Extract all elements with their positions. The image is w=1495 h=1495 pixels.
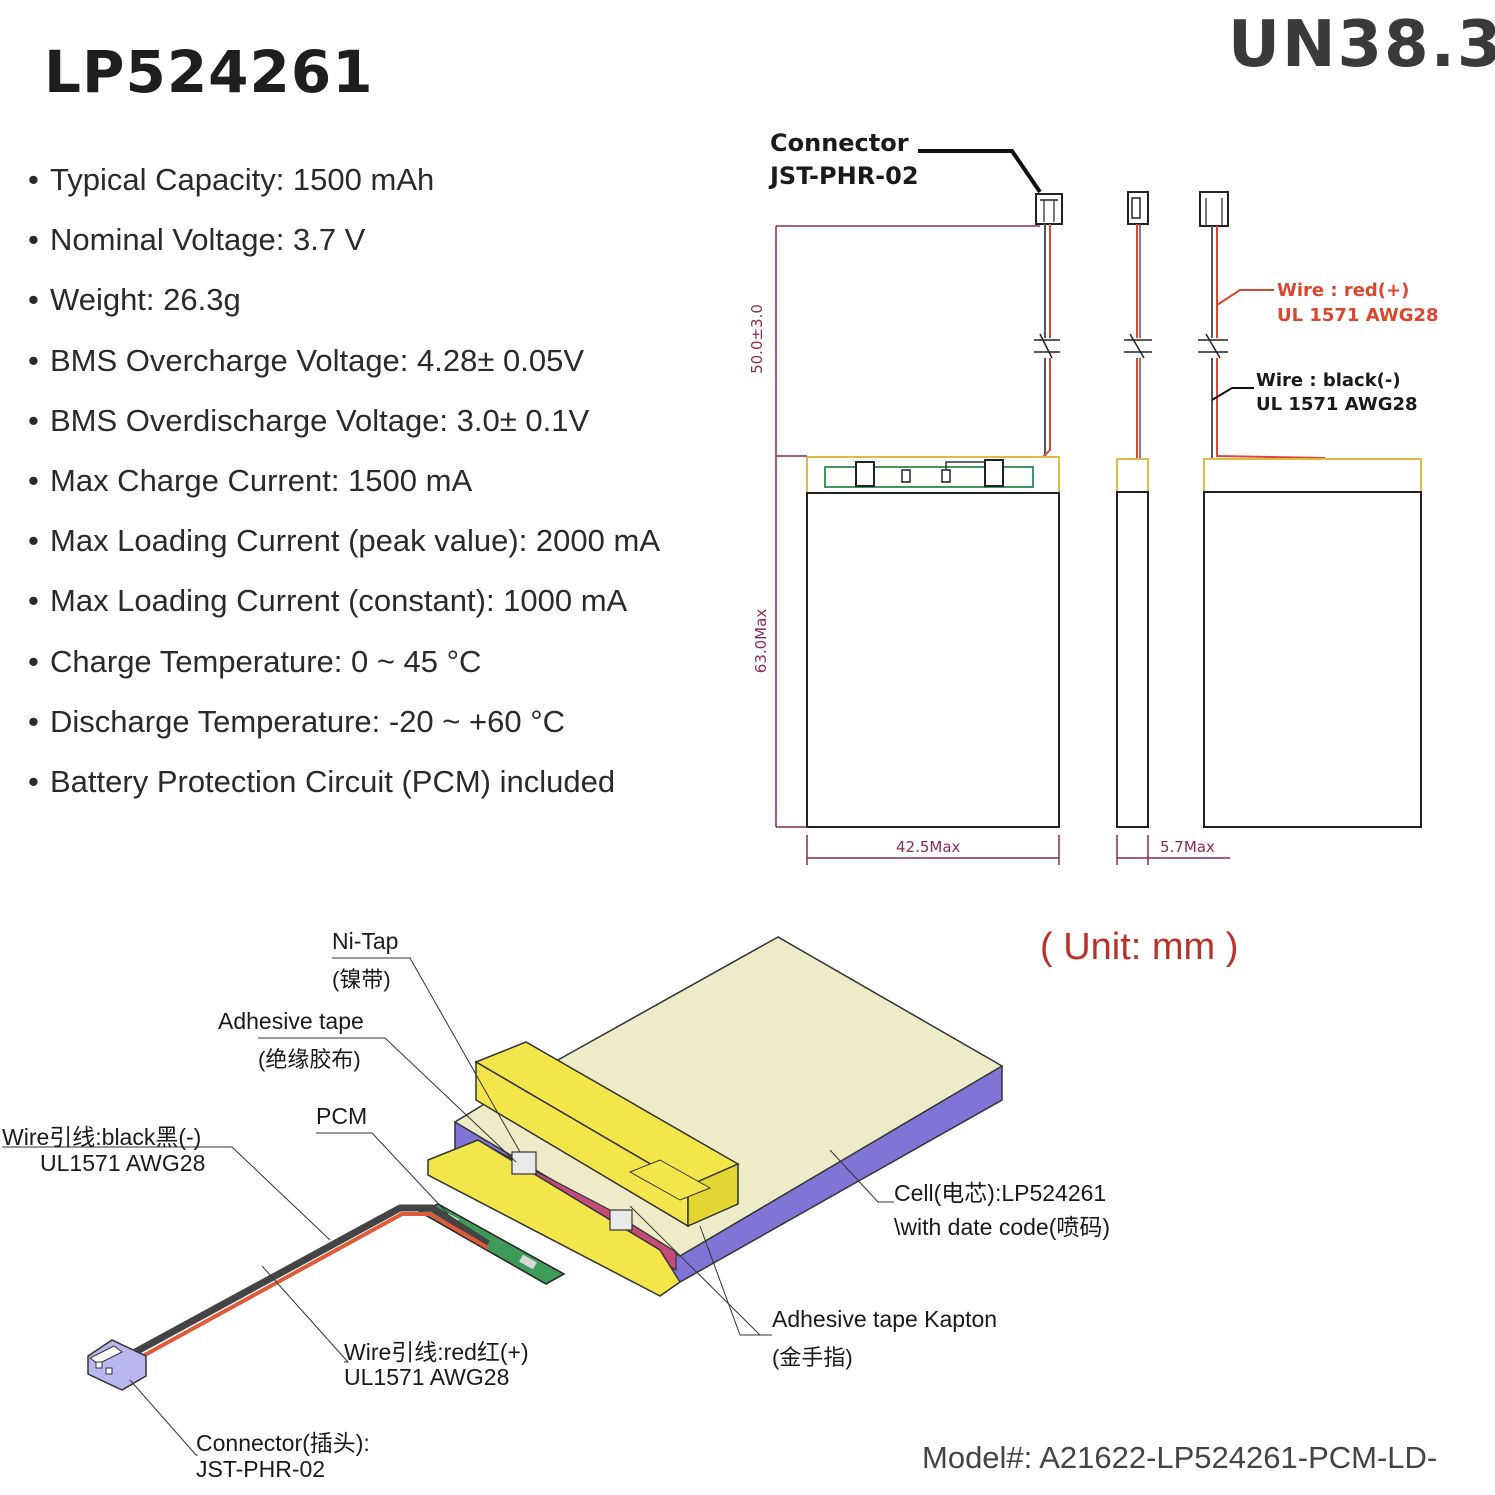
bullet-icon: • [28, 523, 39, 559]
spec-text: Max Loading Current (constant): 1000 mA [50, 583, 628, 619]
spec-text: Battery Protection Circuit (PCM) include… [50, 763, 616, 799]
spec-item: • Discharge Temperature: -20 ~ +60 °C [28, 692, 660, 752]
dim-height: 63.0Max [752, 608, 771, 674]
bullet-icon: • [28, 703, 39, 739]
side-view [1116, 191, 1152, 828]
back-view [1198, 191, 1422, 828]
spec-text: Max Charge Current: 1500 mA [50, 462, 473, 498]
bullet-icon: • [28, 462, 39, 498]
certification-badge: UN38.3 [1228, 8, 1495, 82]
pcm-label: PCM [316, 1103, 368, 1129]
spec-text: Max Loading Current (peak value): 2000 m… [50, 523, 660, 559]
product-title: LP524261 [44, 38, 374, 106]
model-number: Model#: A21622-LP524261-PCM-LD- [922, 1440, 1438, 1475]
wire-red-spec: UL 1571 AWG28 [1277, 305, 1439, 326]
spec-list: • Typical Capacity: 1500 mAh • Nominal Vol… [28, 150, 660, 812]
spec-item: • Nominal Voltage: 3.7 V [28, 210, 660, 270]
ni-tap-label: Ni-Tap [332, 928, 399, 954]
bullet-icon: • [28, 402, 39, 438]
spec-item: • Typical Capacity: 1500 mAh [28, 150, 660, 210]
bullet-icon: • [28, 342, 39, 378]
connector-3d-model: JST-PHR-02 [196, 1456, 326, 1482]
spec-text: BMS Overcharge Voltage: 4.28± 0.05V [50, 342, 584, 378]
dim-width: 42.5Max [896, 838, 961, 856]
wire-red-3d [131, 1212, 490, 1364]
wire-red-label: Wire : red(+) [1277, 280, 1410, 301]
spec-item: • Max Charge Current: 1500 mA [28, 451, 660, 511]
spec-text: Charge Temperature: 0 ~ 45 °C [50, 643, 482, 679]
black-wire-leader [1211, 387, 1254, 401]
spec-item: • Weight: 26.3g [28, 270, 660, 330]
cell-date-code-label: \with date code(喷码) [894, 1214, 1111, 1240]
red-wire-leader [1216, 289, 1274, 306]
bullet-icon: • [28, 222, 39, 258]
spec-text: BMS Overdischarge Voltage: 3.0± 0.1V [50, 402, 590, 438]
spec-item: • Battery Protection Circuit (PCM) includ… [28, 752, 660, 812]
adhesive-tape-cn-label: (绝缘胶布) [258, 1047, 361, 1072]
spec-text: Weight: 26.3g [50, 282, 241, 318]
cell-side [1116, 491, 1149, 828]
bullet-icon: • [28, 643, 39, 679]
kapton-cn-label: (金手指) [772, 1345, 853, 1370]
cell-front [806, 492, 1060, 828]
bullet-icon: • [28, 282, 39, 318]
connector-3d-label: Connector(插头): [196, 1430, 370, 1456]
spec-item: • BMS Overdischarge Voltage: 3.0± 0.1V [28, 391, 660, 451]
dim-wire-length: 50.0±3.0 [747, 304, 766, 374]
spec-item: • Charge Temperature: 0 ~ 45 °C [28, 632, 660, 692]
connector-leader-line [918, 149, 1042, 194]
spec-item: • BMS Overcharge Voltage: 4.28± 0.05V [28, 331, 660, 391]
ni-tab [511, 1151, 537, 1175]
bullet-icon: • [28, 763, 39, 799]
spec-text: Discharge Temperature: -20 ~ +60 °C [50, 703, 565, 739]
bullet-icon: • [28, 162, 39, 197]
pcm-board [824, 466, 1034, 488]
connector-icon [1035, 193, 1063, 225]
bullet-icon: • [28, 583, 39, 619]
callout-lines [2, 957, 894, 1456]
bottom-tape [427, 1139, 682, 1297]
kapton-label: Adhesive tape Kapton [772, 1306, 998, 1332]
spec-text: Nominal Voltage: 3.7 V [50, 222, 366, 258]
break-symbol [1034, 333, 1060, 359]
connector-label: Connector [770, 129, 909, 157]
front-view [806, 193, 1063, 828]
cell-back [1203, 491, 1422, 828]
unit-note: ( Unit: mm ) [1040, 926, 1239, 968]
wire-black-3d-label: Wire引线:black黑(-) [2, 1124, 202, 1150]
dimension-lines [775, 225, 1230, 865]
wire-black-3d [126, 1204, 490, 1360]
wire-black-label: Wire : black(-) [1256, 370, 1401, 391]
cell-label: Cell(电芯):LP524261 [894, 1180, 1107, 1206]
wire-red-3d-spec: UL1571 AWG28 [344, 1364, 510, 1390]
ni-tap-cn-label: (镍带) [332, 967, 391, 992]
spec-text: Typical Capacity: 1500 mAh [50, 162, 435, 197]
wire-red-3d-label: Wire引线:red红(+) [344, 1339, 529, 1365]
wire-black-spec: UL 1571 AWG28 [1256, 394, 1418, 415]
spec-item: • Max Loading Current (peak value): 2000 … [28, 511, 660, 571]
adhesive-tape-label: Adhesive tape [218, 1008, 364, 1034]
exploded-view [87, 936, 1004, 1391]
dim-thickness: 5.7Max [1160, 838, 1215, 856]
connector-model: JST-PHR-02 [770, 162, 919, 190]
wire-black-3d-spec: UL1571 AWG28 [40, 1150, 206, 1176]
spec-item: • Max Loading Current (constant): 1000 mA [28, 571, 660, 631]
cell-top-face [453, 936, 1004, 1257]
